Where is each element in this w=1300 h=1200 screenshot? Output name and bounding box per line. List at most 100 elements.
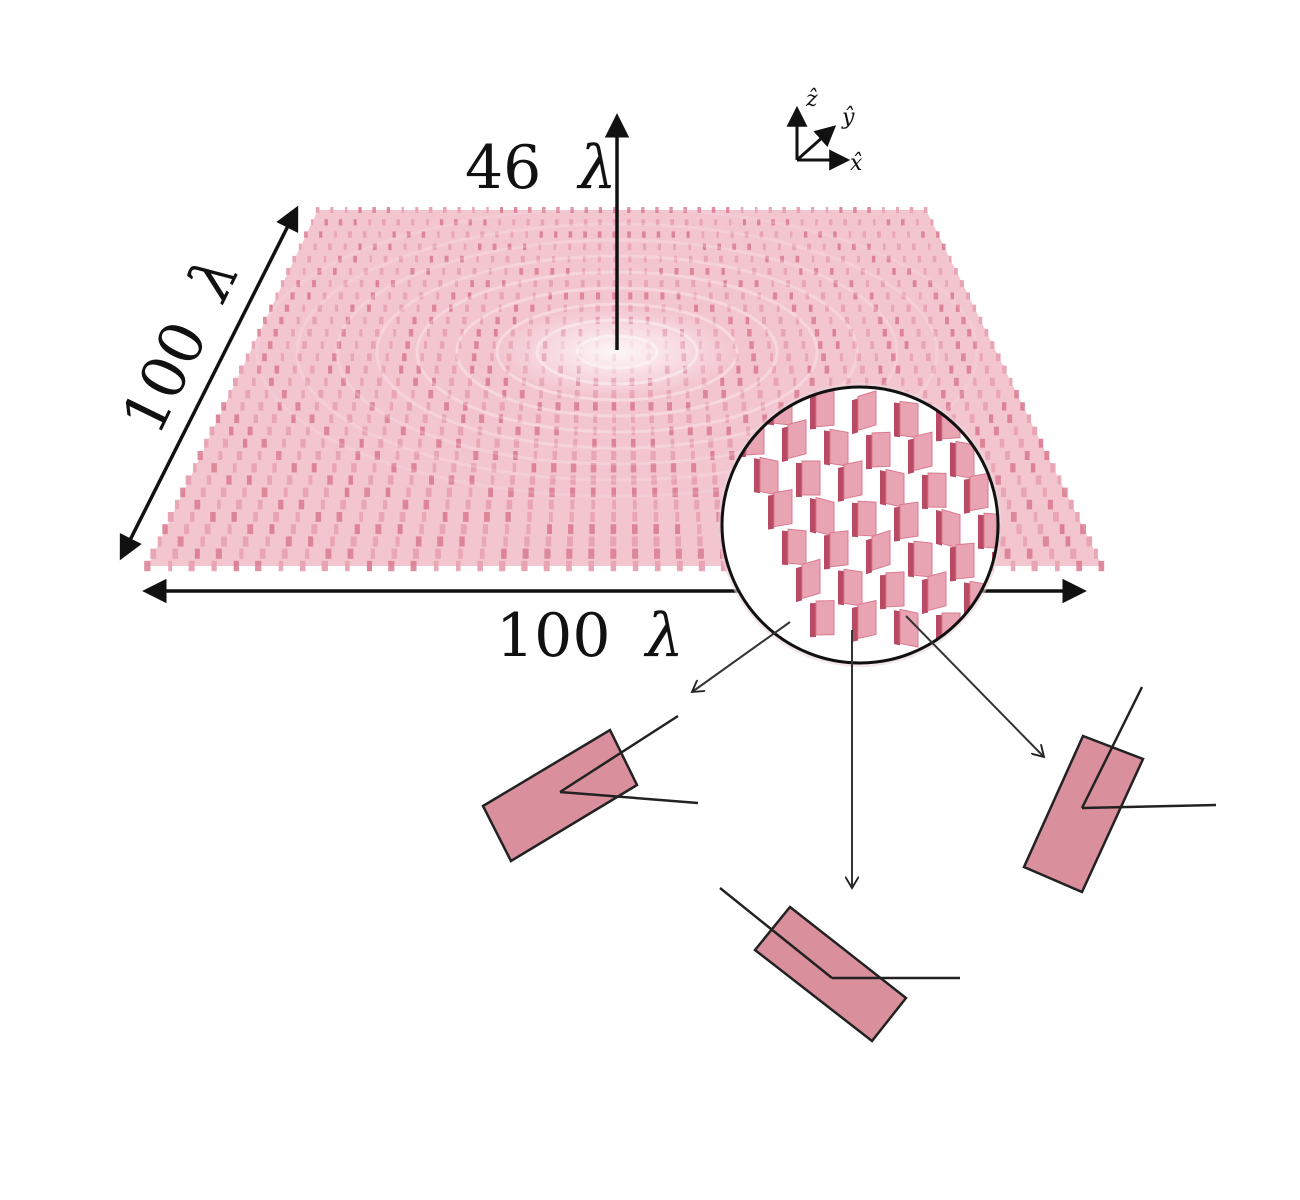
meta-atom (197, 451, 203, 460)
meta-atom (371, 341, 376, 349)
meta-atom (805, 353, 809, 362)
meta-atom (780, 329, 786, 337)
meta-atom (674, 255, 678, 263)
meta-atom (317, 268, 322, 275)
meta-atom (999, 438, 1005, 448)
meta-atom (613, 268, 616, 275)
meta-atom (676, 560, 683, 572)
zoomed-meta-atom (866, 529, 891, 575)
meta-atom (363, 316, 367, 325)
meta-atom (341, 377, 346, 386)
depth-unit: λ (173, 245, 253, 312)
meta-atom (895, 316, 899, 325)
meta-atom (317, 304, 322, 312)
meta-atom (582, 243, 587, 251)
meta-atom (340, 499, 346, 510)
meta-atom (292, 255, 296, 263)
meta-atom (570, 487, 576, 498)
meta-atom (650, 463, 657, 473)
meta-atom (534, 438, 539, 448)
meta-atom (436, 438, 442, 448)
meta-atom (364, 487, 370, 498)
meta-atom (378, 231, 381, 238)
meta-atom (267, 475, 272, 485)
meta-atom (612, 499, 616, 510)
meta-atom (471, 463, 477, 473)
meta-atom (773, 377, 779, 386)
meta-atom (841, 255, 845, 263)
meta-atom (588, 548, 595, 559)
meta-atom (505, 512, 511, 522)
meta-atom (556, 207, 560, 213)
meta-atom (570, 207, 574, 213)
zoomed-meta-atom (894, 608, 919, 648)
meta-atom (330, 316, 334, 325)
x-axis-label: x̂ (850, 151, 863, 176)
meta-atom (907, 268, 912, 275)
meta-atom (435, 548, 441, 559)
meta-atom (789, 365, 794, 374)
meta-atom (596, 280, 601, 288)
meta-atom (531, 463, 537, 473)
zoomed-meta-atom (810, 496, 835, 537)
meta-atom (320, 499, 325, 510)
meta-atom (184, 524, 189, 535)
meta-atom (653, 536, 660, 547)
meta-atom (347, 414, 353, 423)
meta-atom (1047, 499, 1053, 510)
meta-atom (611, 475, 617, 485)
meta-atom (711, 463, 716, 473)
zoomed-meta-atom (922, 472, 947, 510)
meta-atom (979, 353, 983, 362)
meta-atom (439, 219, 444, 226)
meta-atom (452, 365, 457, 374)
meta-atom (349, 268, 353, 275)
meta-atom (448, 475, 455, 485)
meta-atom (731, 329, 735, 337)
meta-atom (564, 280, 569, 288)
meta-atom (318, 390, 324, 399)
meta-atom (881, 377, 887, 386)
meta-atom (906, 304, 911, 312)
meta-atom (429, 255, 434, 263)
meta-atom (286, 268, 291, 275)
meta-atom (852, 243, 856, 251)
meta-atom (520, 255, 525, 263)
meta-atom (420, 353, 424, 362)
unit-cell-center (719, 887, 960, 1043)
meta-atom (883, 243, 886, 251)
meta-atom (862, 316, 866, 325)
meta-atom (737, 268, 741, 275)
meta-atom (712, 475, 718, 485)
meta-atom (554, 438, 558, 448)
meta-atom (242, 536, 249, 547)
meta-atom (926, 353, 931, 362)
meta-atom (648, 402, 654, 411)
meta-atom (729, 219, 732, 226)
meta-atom (670, 451, 676, 460)
meta-atom (468, 219, 472, 226)
meta-atom (522, 377, 526, 386)
meta-atom (807, 243, 811, 251)
meta-atom (436, 292, 440, 300)
meta-atom (359, 329, 363, 337)
meta-atom (379, 268, 384, 275)
meta-atom (385, 353, 389, 362)
meta-atom (966, 292, 970, 300)
meta-atom (424, 341, 427, 349)
meta-atom (917, 377, 923, 386)
meta-atom (536, 255, 540, 263)
meta-atom (481, 536, 487, 547)
meta-atom (844, 316, 850, 325)
meta-atom (194, 548, 200, 559)
meta-atom (444, 402, 449, 411)
meta-atom (708, 438, 714, 448)
meta-atom (696, 512, 701, 522)
meta-atom (305, 426, 310, 436)
meta-atom (372, 207, 376, 213)
meta-atom (267, 426, 272, 436)
meta-atom (285, 536, 292, 547)
meta-atom (783, 341, 789, 349)
meta-atom (397, 438, 403, 448)
meta-atom (1086, 536, 1093, 547)
